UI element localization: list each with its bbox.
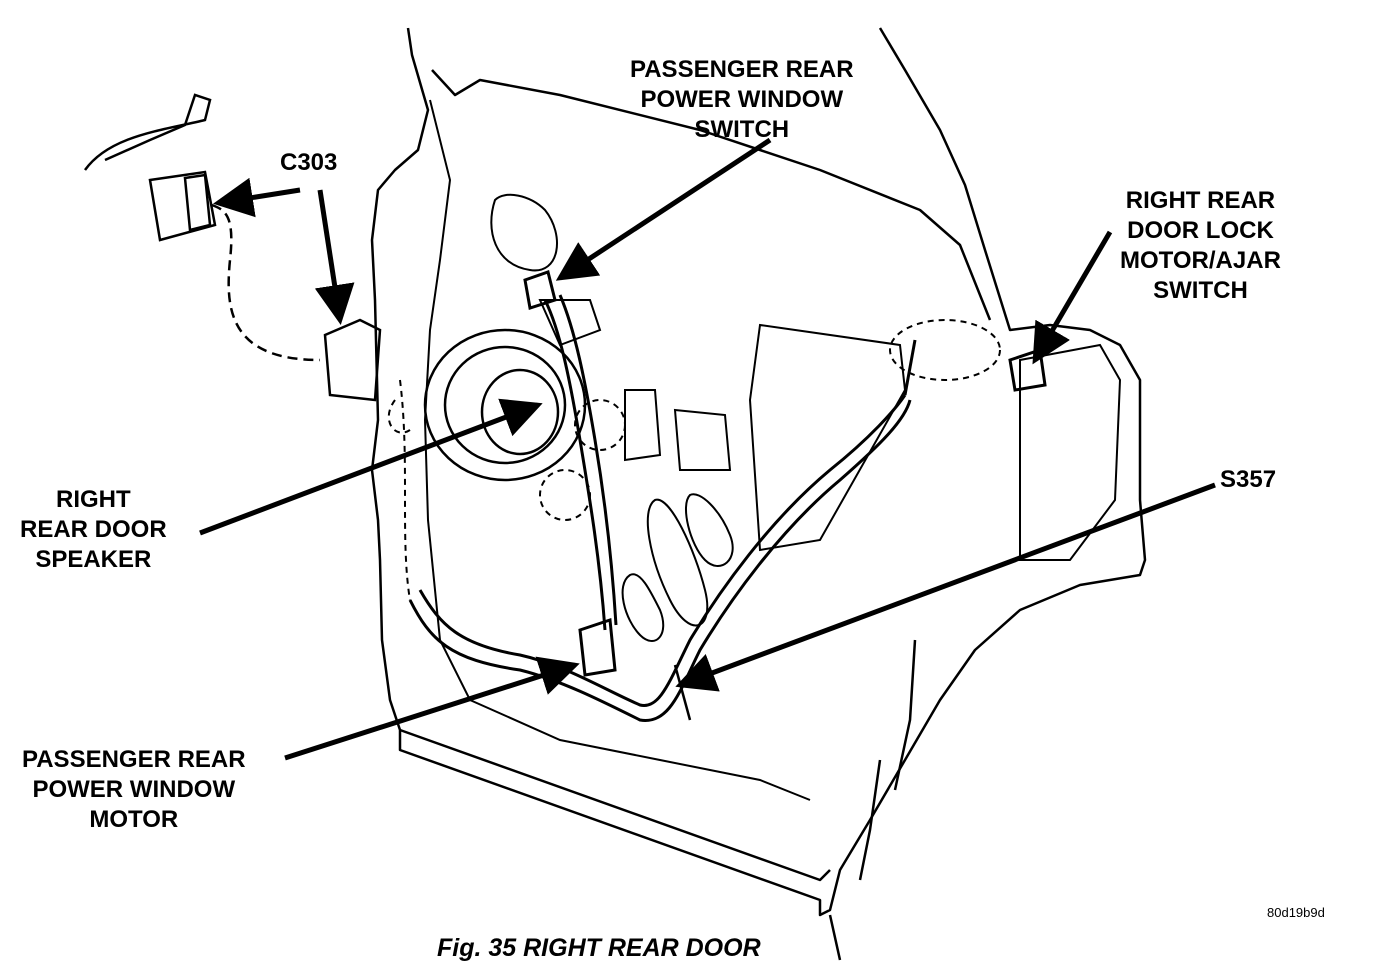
arrow-c303-to-plug <box>213 177 301 218</box>
figure-caption: Fig. 35 RIGHT REAR DOOR <box>437 934 761 962</box>
figure-code: 80d19b9d <box>1267 905 1325 920</box>
door-inner-panel <box>423 99 1122 801</box>
arrow-window-switch <box>555 137 772 281</box>
arrow-lock-motor <box>1032 230 1113 365</box>
label-passenger-rear-power-window-motor: PASSENGER REAR POWER WINDOW MOTOR <box>22 746 246 833</box>
c303-connector-drawing <box>83 93 382 402</box>
label-c303: C303 <box>280 149 338 176</box>
label-passenger-rear-power-window-switch: PASSENGER REAR POWER WINDOW SWITCH <box>630 56 854 143</box>
hidden-routing <box>387 319 1001 601</box>
splice-mark <box>673 664 692 721</box>
arrow-window-motor <box>284 656 580 761</box>
door-outer-panel <box>370 27 1147 961</box>
label-s357: S357 <box>1220 466 1277 493</box>
leader-arrows <box>199 137 1216 761</box>
arrow-c303-to-socket <box>314 189 355 325</box>
label-right-rear-door-lock-motor-ajar-switch: RIGHT REAR DOOR LOCK MOTOR/AJAR SWITCH <box>1120 187 1281 304</box>
speaker-drawing <box>423 328 587 482</box>
arrow-speaker <box>199 398 543 536</box>
wiring-harness <box>408 270 1047 722</box>
label-right-rear-door-speaker: RIGHT REAR DOOR SPEAKER <box>20 486 167 573</box>
arrow-splice <box>675 482 1216 692</box>
